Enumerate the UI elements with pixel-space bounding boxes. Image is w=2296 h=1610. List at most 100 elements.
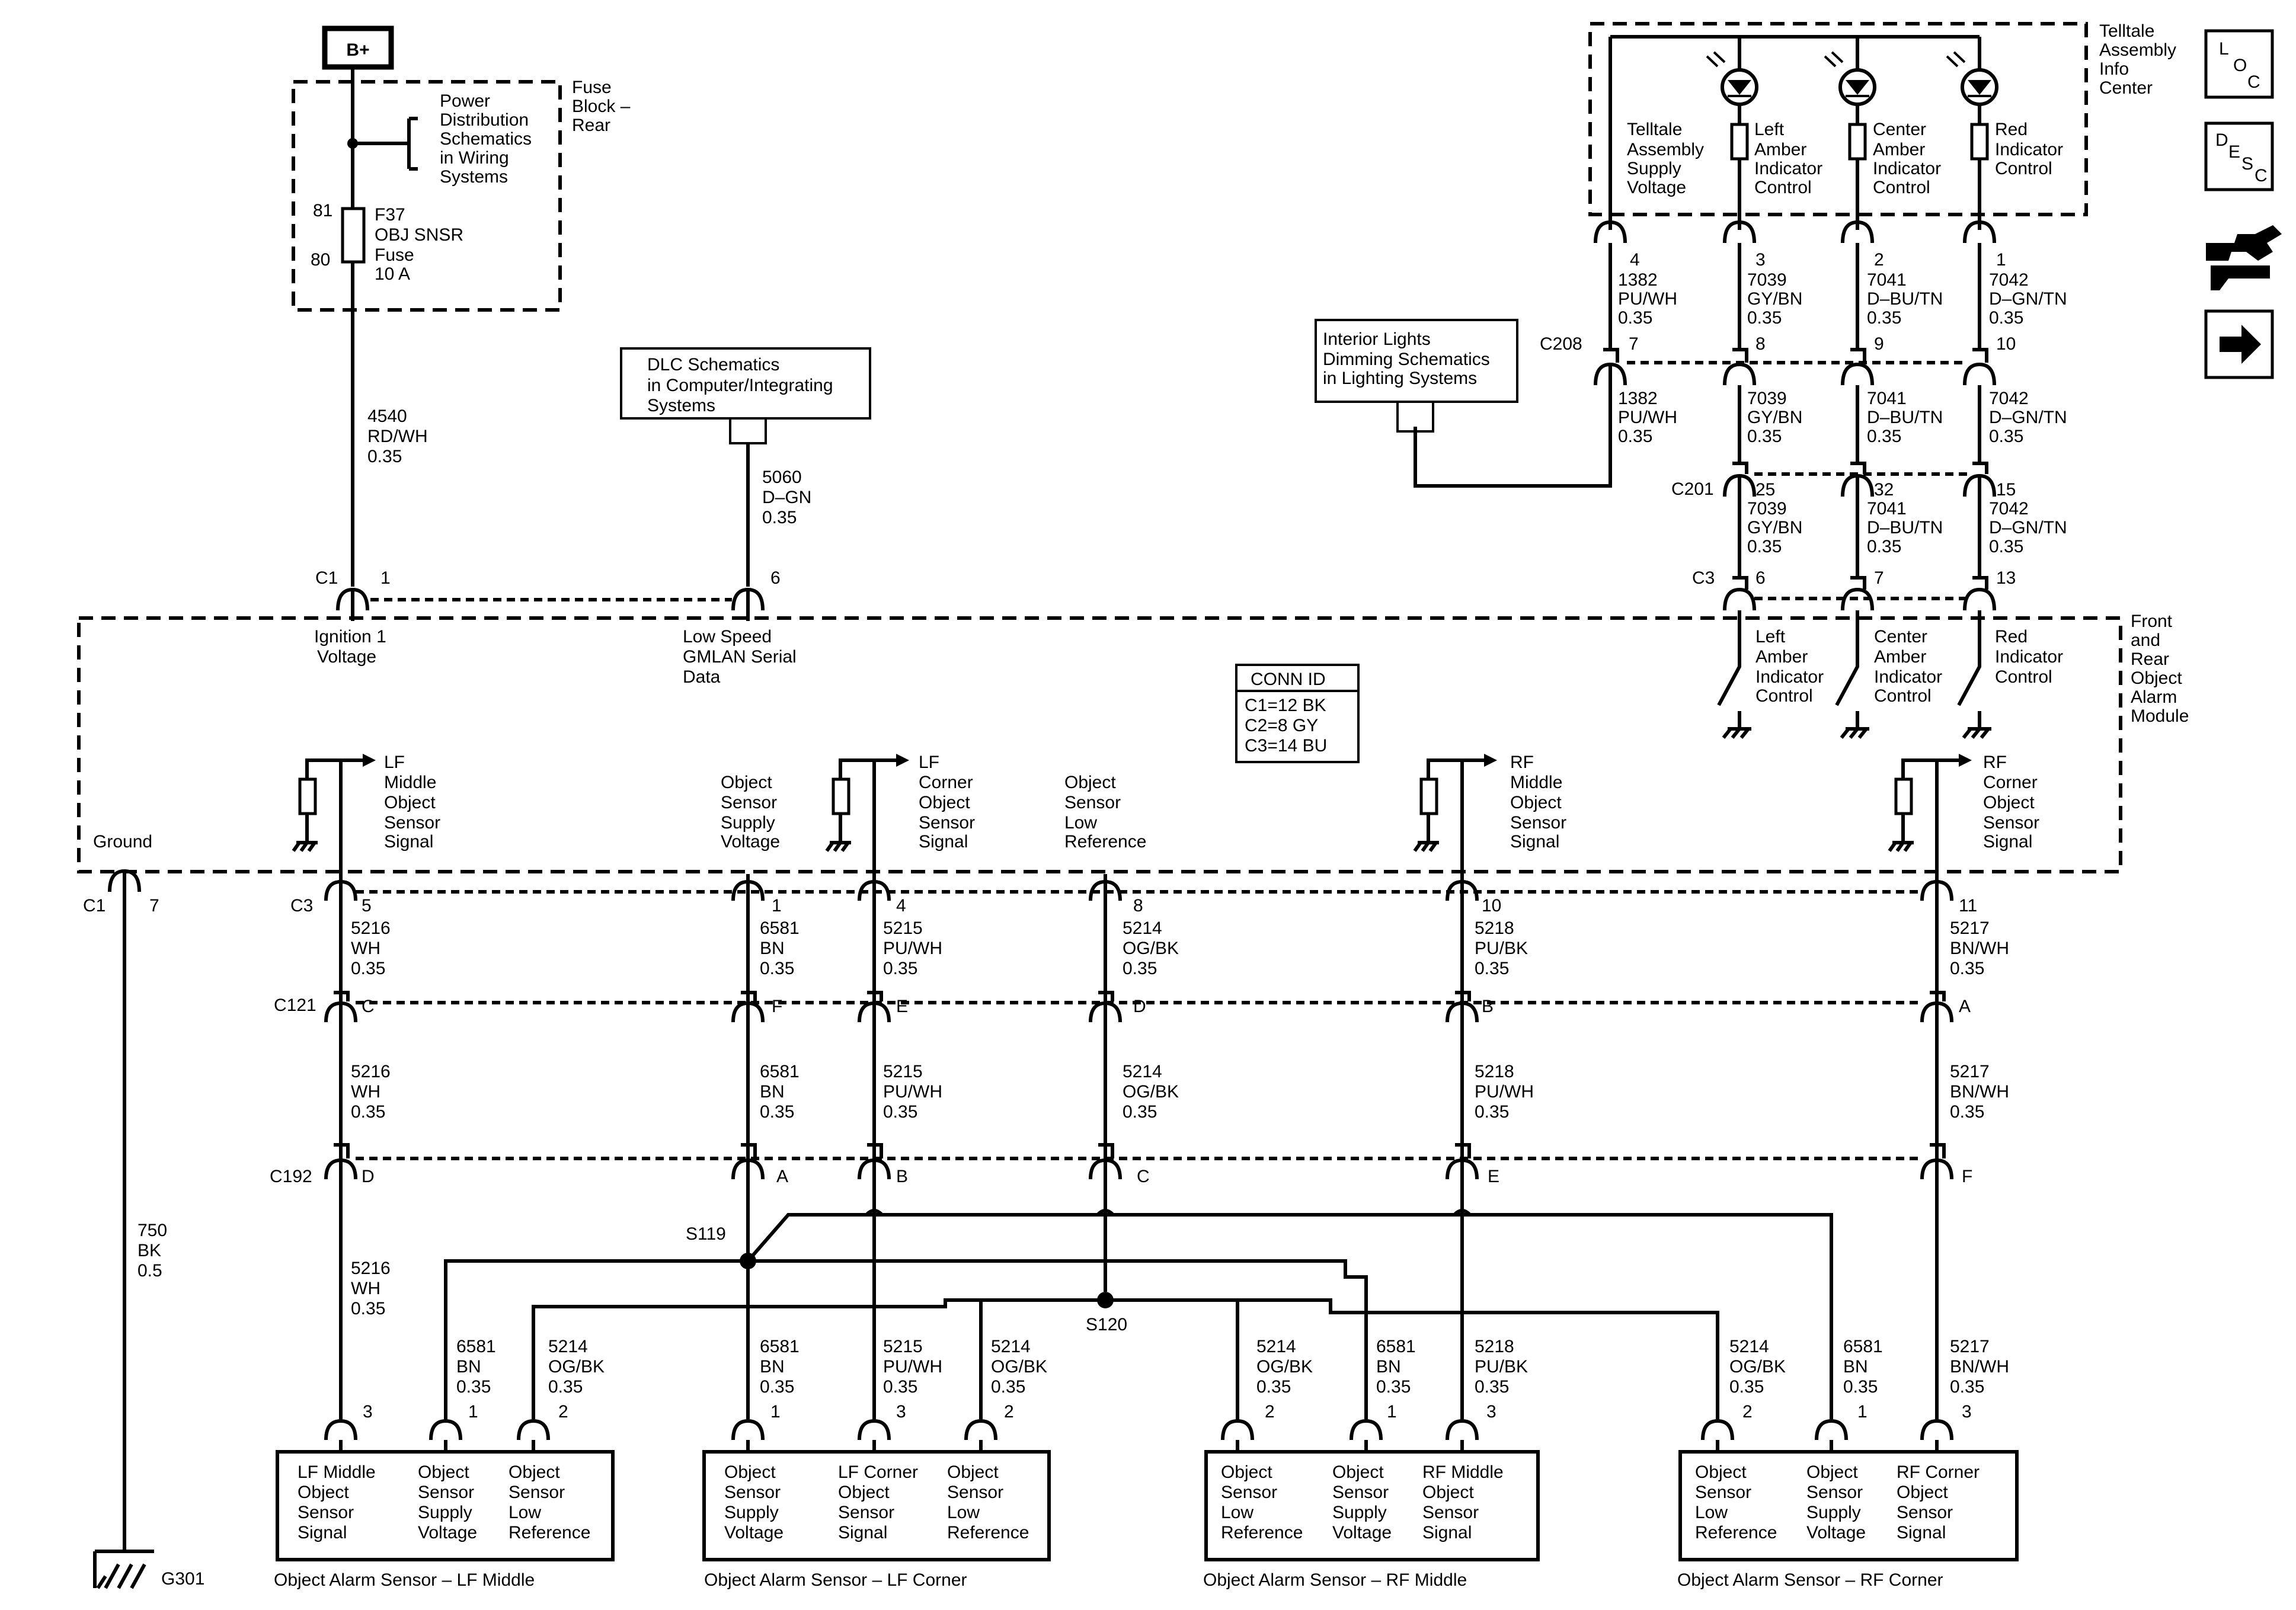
svg-text:O: O [2233, 56, 2247, 75]
desc-icon[interactable]: D E S C [2204, 121, 2274, 191]
module-lf-cor-label: LF Corner Object Sensor Signal [919, 753, 980, 852]
sensor-lf-corner-caption: Object Alarm Sensor – LF Corner [704, 1570, 967, 1590]
svg-text:2: 2 [1874, 250, 1884, 270]
pdist-text: Power Distribution Schematics in Wiring … [440, 91, 536, 187]
interior-lights-reference: Interior Lights Dimming Schematics in Li… [1315, 319, 1518, 433]
svg-text:D: D [362, 1167, 375, 1186]
telltale-title: Telltale Assembly Info Center [2099, 21, 2181, 98]
sensor-rf-corner-caption: Object Alarm Sensor – RF Corner [1677, 1570, 1943, 1590]
fuse-pin-out: 80 [311, 250, 330, 270]
telltale-red-label: Red Indicator Control [1995, 120, 2068, 178]
lf-middle-input-icon [292, 754, 376, 874]
module-rf-mid-label: RF Middle Object Sensor Signal [1510, 753, 1571, 852]
wire-750-label: 750 BK 0.5 [137, 1221, 172, 1281]
svg-text:A: A [776, 1167, 788, 1186]
fuse-f37-label: F37 OBJ SNSR Fuse 10 A [375, 205, 468, 284]
svg-text:G301: G301 [161, 1569, 204, 1589]
svg-text:7: 7 [1874, 568, 1884, 588]
svg-text:L: L [2219, 39, 2229, 59]
next-arrow-icon[interactable] [2204, 309, 2274, 379]
center-amber-led-icon [1824, 37, 1876, 230]
fuse-block-label: Fuse Block – Rear [572, 78, 635, 135]
module-ign-label: Ignition 1 Voltage [314, 627, 391, 667]
telltale-wire-7042: 7042 D–GN/TN 0.35 [1989, 270, 2072, 328]
svg-text:8: 8 [1133, 896, 1143, 916]
svg-text:E: E [896, 997, 908, 1016]
svg-text:7: 7 [1629, 334, 1639, 354]
module-title: Front and Rear Object Alarm Module [2131, 612, 2189, 726]
svg-text:C192: C192 [270, 1167, 312, 1186]
dlc-box-text: DLC Schematics in Computer/Integrating S… [647, 355, 838, 415]
connector-icon[interactable] [2206, 225, 2282, 290]
fuse-f37 [341, 207, 366, 264]
svg-text:E: E [1488, 1167, 1499, 1186]
module-center-label: Center Amber Indicator Control [1874, 627, 1947, 706]
telltale-connector: 4 3 2 1 [1594, 220, 2006, 270]
left-output-switch-icon [1717, 610, 1751, 739]
svg-text:B: B [1482, 997, 1494, 1016]
svg-text:3: 3 [1962, 1402, 1972, 1422]
svg-text:2: 2 [1742, 1402, 1753, 1422]
svg-text:F: F [772, 997, 782, 1016]
svg-text:1: 1 [468, 1402, 478, 1422]
loc-icon[interactable]: L O C [2204, 29, 2274, 99]
svg-text:C3=14 BU: C3=14 BU [1245, 736, 1327, 756]
svg-text:10: 10 [1996, 334, 2016, 354]
svg-text:3: 3 [1486, 1402, 1496, 1422]
svg-text:B: B [896, 1167, 908, 1186]
svg-text:C2=8 GY: C2=8 GY [1245, 716, 1318, 735]
svg-text:1: 1 [1387, 1402, 1397, 1422]
sensor-lf-middle-caption: Object Alarm Sensor – LF Middle [274, 1570, 535, 1590]
svg-text:C1: C1 [83, 896, 105, 916]
telltale-center-label: Center Amber Indicator Control [1873, 120, 1946, 197]
svg-text:4: 4 [1630, 250, 1640, 270]
module-border [77, 616, 2122, 873]
svg-text:C: C [1137, 1167, 1150, 1186]
svg-text:1: 1 [1857, 1402, 1868, 1422]
svg-text:5: 5 [362, 896, 372, 916]
svg-text:C121: C121 [274, 996, 316, 1015]
svg-text:F: F [1962, 1167, 1972, 1186]
wire-5060-label: 5060 D–GN 0.35 [762, 468, 817, 527]
battery-box [322, 25, 394, 70]
center-output-switch-icon [1835, 610, 1869, 739]
dlc-box [620, 347, 871, 420]
svg-text:3: 3 [1755, 250, 1766, 270]
svg-text:9: 9 [1874, 334, 1884, 354]
interior-lights-box [1315, 319, 1518, 403]
rf-corner-input-icon [1888, 754, 1972, 874]
svg-text:11: 11 [1959, 896, 1977, 916]
ground-circuit: C1 7 750 BK 0.5 G301 [83, 869, 204, 1589]
red-output-switch-icon [1957, 610, 1991, 739]
svg-text:C1=12 BK: C1=12 BK [1245, 696, 1326, 715]
